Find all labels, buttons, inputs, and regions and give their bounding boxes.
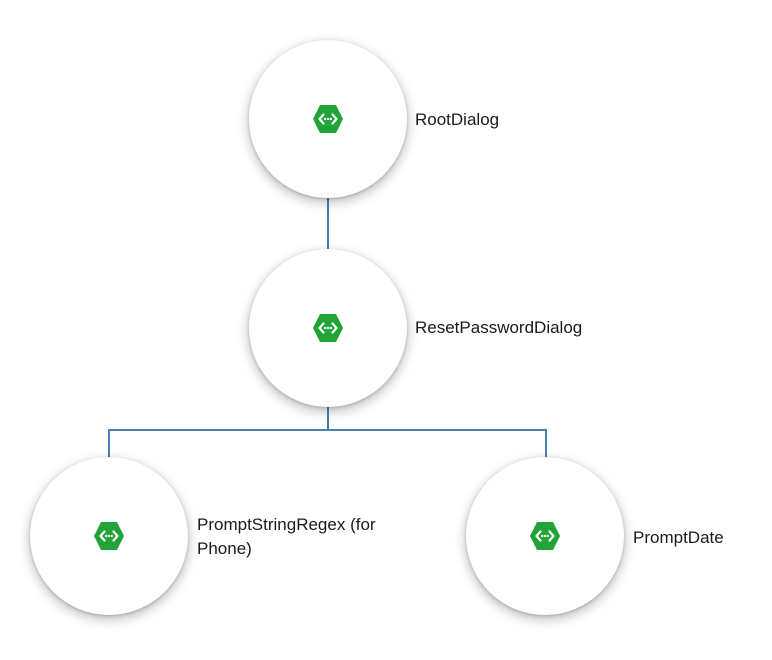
node-root-dialog-label: RootDialog: [415, 110, 500, 129]
node-reset-password-dialog[interactable]: [249, 249, 407, 407]
node-prompt-date-label: PromptDate: [633, 528, 724, 547]
node-root-dialog[interactable]: [249, 40, 407, 198]
dialog-hexagon-icon: [530, 522, 560, 550]
node-reset-password-dialog-label: ResetPasswordDialog: [415, 318, 583, 337]
node-prompt-string-regex-label: PromptStringRegex (for Phone): [197, 515, 376, 558]
node-prompt-string-regex[interactable]: [30, 457, 188, 615]
dialog-hexagon-icon: [313, 105, 343, 133]
node-prompt-date[interactable]: [466, 457, 624, 615]
dialog-hexagon-icon: [94, 522, 124, 550]
dialog-hexagon-icon: [313, 314, 343, 342]
